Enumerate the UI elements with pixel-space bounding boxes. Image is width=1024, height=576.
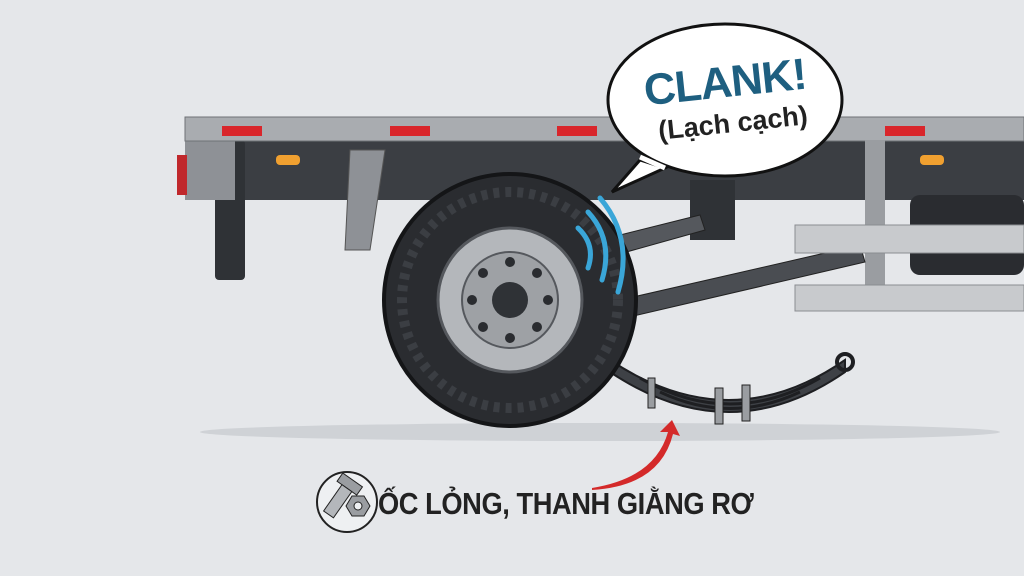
wheel <box>382 172 638 428</box>
reflector <box>885 126 925 136</box>
spring-eye <box>835 352 855 372</box>
rear-end-plate <box>185 140 235 200</box>
reflector <box>390 126 430 136</box>
reflector <box>557 126 597 136</box>
hub <box>492 282 528 318</box>
u-bolt <box>714 387 724 425</box>
spring-hanger <box>344 149 386 251</box>
side-bar-lower <box>794 284 1024 312</box>
red-arrow-icon <box>592 420 680 490</box>
u-bolt <box>741 384 751 422</box>
reflector <box>222 126 262 136</box>
side-bar-upper <box>794 224 1024 254</box>
bed-rail <box>184 116 1024 142</box>
reflectors <box>222 126 925 136</box>
bolt-nut-icon <box>316 471 378 533</box>
marker-light <box>276 155 300 165</box>
clip <box>647 377 656 409</box>
caption-text: ỐC LỎNG, THANH GIẰNG RƠ <box>378 486 754 521</box>
ground-shadow <box>200 423 1000 441</box>
marker-light <box>920 155 944 165</box>
speech-bubble <box>606 22 844 178</box>
crossmember <box>865 140 885 290</box>
rear-light <box>177 155 187 195</box>
sound-wave-icon <box>575 195 626 295</box>
lug-nuts <box>467 257 553 343</box>
